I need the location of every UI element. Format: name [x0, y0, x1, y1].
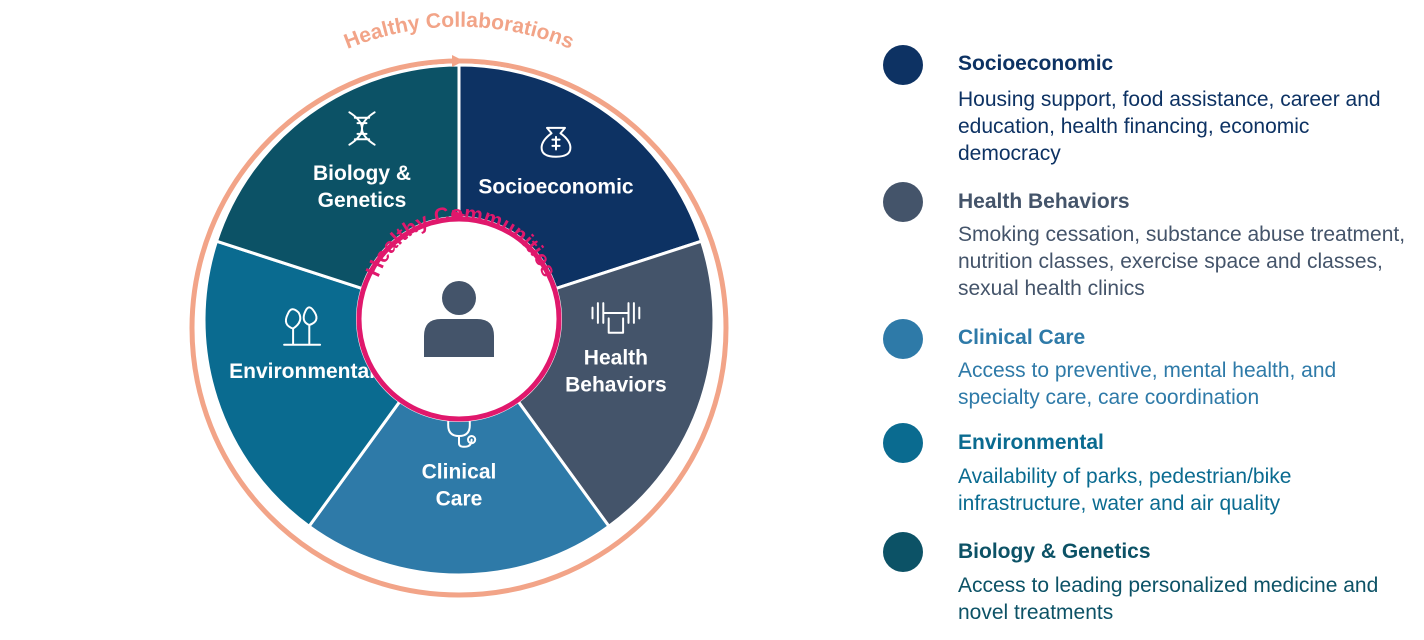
legend-desc-clinical-care: Access to preventive, mental health, and… — [958, 359, 1337, 409]
legend-title-health-behaviors: Health Behaviors — [958, 190, 1130, 213]
segment-label-biology-genetics: Genetics — [318, 189, 407, 212]
dna-icon — [348, 111, 376, 146]
legend-title-environmental: Environmental — [958, 431, 1104, 454]
person-icon — [424, 281, 494, 357]
legend-desc-biology-genetics: Access to leading personalized medicine … — [958, 574, 1379, 624]
segment-label-health-behaviors: Health — [584, 347, 648, 370]
segment-label-clinical-care: Care — [436, 488, 483, 511]
outer-ring-arrow — [452, 55, 464, 67]
inner-ring-arrow — [452, 210, 466, 221]
segment-label-socioeconomic: Socioeconomic — [478, 176, 634, 199]
stethoscope-icon — [447, 411, 477, 448]
outer-ring-label: Healthy Collaborations — [341, 9, 577, 54]
legend-desc-environmental: Availability of parks, pedestrian/bike i… — [958, 465, 1292, 515]
segment-label-health-behaviors: Behaviors — [565, 374, 667, 397]
wheel-diagram: SocioeconomicHealthBehaviorsClinicalCare… — [189, 9, 729, 598]
legend-title-clinical-care: Clinical Care — [958, 326, 1086, 349]
segment-clinical-care — [307, 317, 611, 577]
segment-label-environmental: Environmental — [229, 360, 375, 383]
inner-ring — [356, 216, 562, 422]
legend-desc-health-behaviors: Smoking cessation, substance abuse treat… — [958, 223, 1406, 300]
money-bag-icon — [540, 126, 572, 158]
legend-title-biology-genetics: Biology & Genetics — [958, 540, 1151, 563]
trees-icon — [283, 306, 322, 346]
dumbbell-icon — [591, 302, 641, 334]
segment-label-clinical-care: Clinical — [422, 461, 497, 484]
legend-desc-socioeconomic: Housing support, food assistance, career… — [958, 88, 1381, 165]
legend-title-socioeconomic: Socioeconomic — [958, 52, 1114, 75]
segment-label-biology-genetics: Biology & — [313, 162, 411, 185]
